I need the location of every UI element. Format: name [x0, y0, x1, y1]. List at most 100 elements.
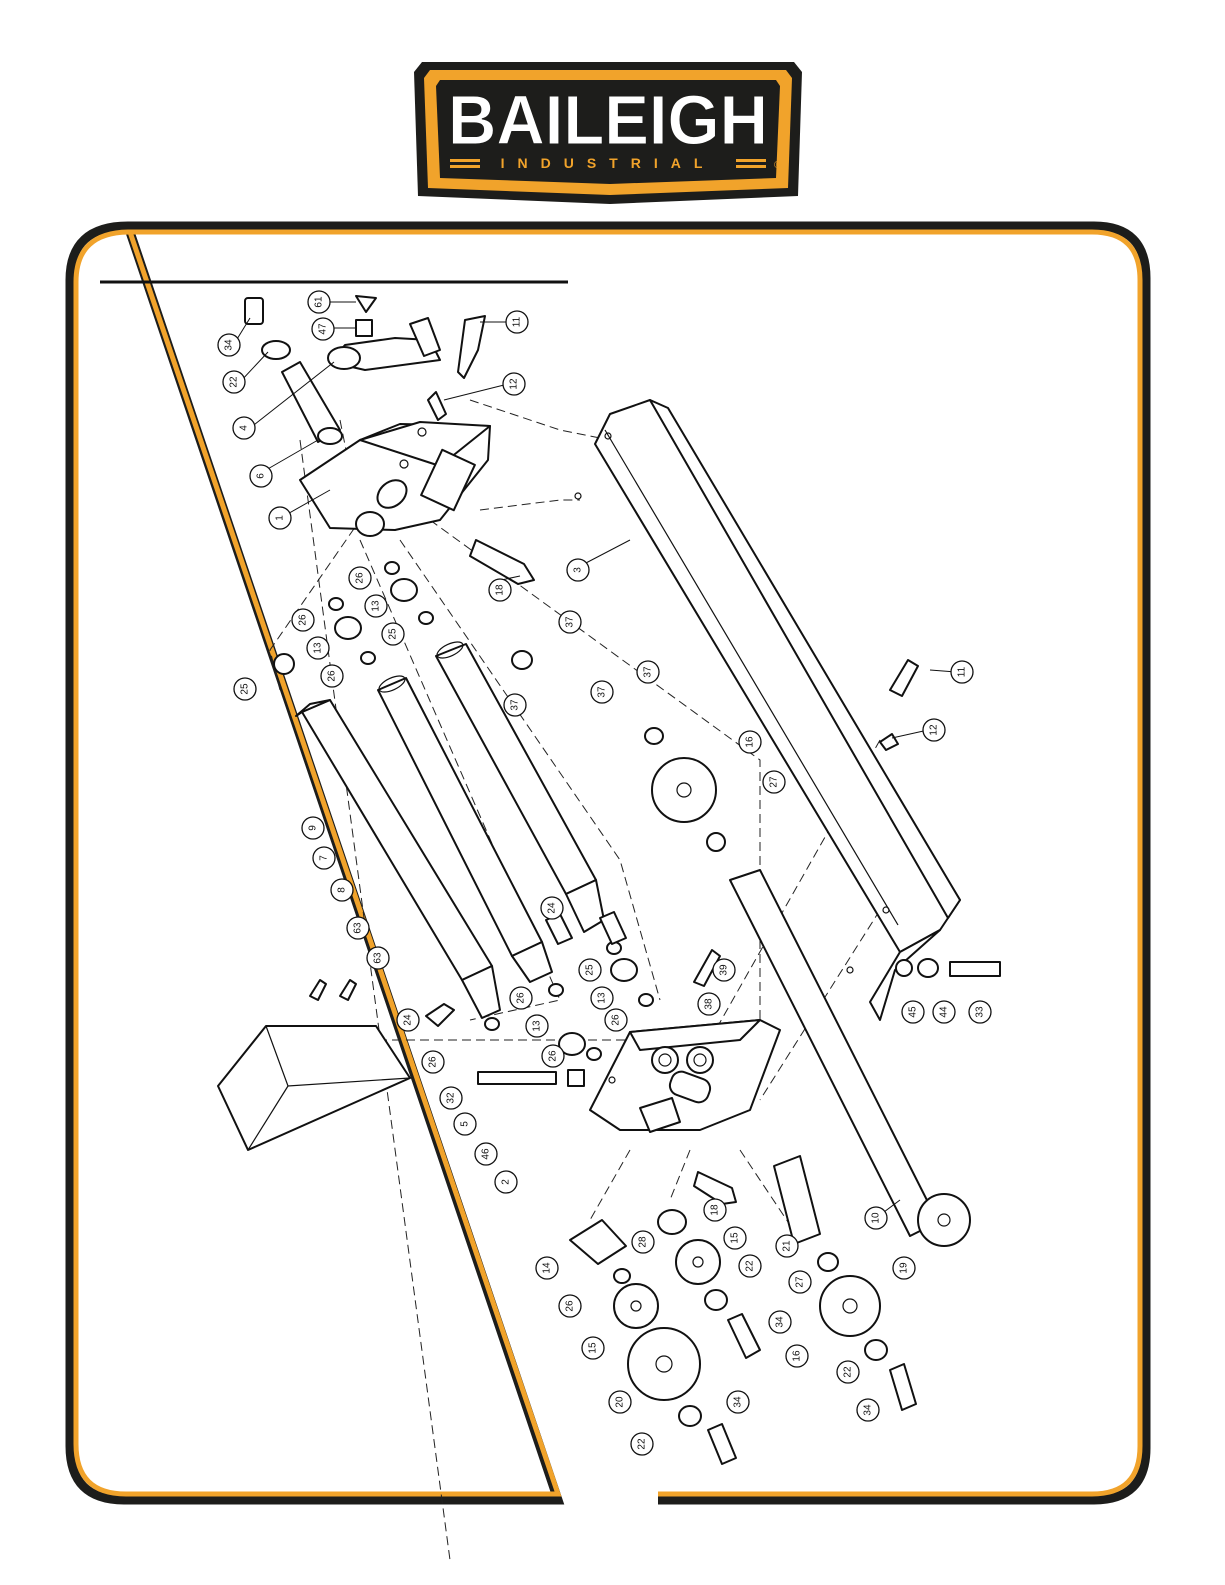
callout-39: 39 [713, 959, 735, 981]
callout-37: 37 [637, 661, 659, 683]
callout-number: 63 [353, 922, 364, 934]
callout-34: 34 [218, 334, 240, 356]
callout-number: 26 [428, 1056, 439, 1068]
callout-number: 12 [929, 724, 940, 736]
callout-44: 44 [933, 1001, 955, 1023]
callout-number: 63 [373, 952, 384, 964]
callout-number: 61 [314, 296, 325, 308]
callout-3: 3 [567, 559, 589, 581]
callout-13: 13 [307, 637, 329, 659]
callout-37: 37 [504, 694, 526, 716]
callout-number: 33 [975, 1006, 986, 1018]
callout-number: 22 [745, 1260, 756, 1272]
callout-number: 11 [957, 666, 968, 677]
callout-number: 3 [573, 567, 584, 573]
callout-number: 27 [795, 1276, 806, 1288]
callout-number: 7 [319, 855, 330, 861]
callout-number: 26 [565, 1300, 576, 1312]
callout-33: 33 [969, 1001, 991, 1023]
callout-number: 47 [318, 323, 329, 335]
callout-63: 63 [367, 947, 389, 969]
callout-number: 16 [745, 736, 756, 748]
callout-number: 25 [388, 628, 399, 640]
callout-number: 4 [239, 425, 250, 431]
callout-number: 32 [446, 1092, 457, 1104]
callout-61: 61 [308, 291, 330, 313]
callout-16: 16 [739, 731, 761, 753]
callout-number: 34 [224, 339, 235, 351]
callout-2: 2 [495, 1171, 517, 1193]
callout-5: 5 [454, 1113, 476, 1135]
callout-number: 34 [863, 1404, 874, 1416]
callout-number: 37 [565, 616, 576, 628]
callout-number: 37 [643, 666, 654, 678]
callout-number: 13 [532, 1020, 543, 1032]
callout-13: 13 [526, 1015, 548, 1037]
callout-28: 28 [632, 1231, 654, 1253]
callout-38: 38 [698, 993, 720, 1015]
callout-12: 12 [923, 719, 945, 741]
callout-number: 16 [792, 1350, 803, 1362]
callout-number: 26 [516, 992, 527, 1004]
callout-number: 6 [256, 473, 267, 479]
callout-1: 1 [269, 507, 291, 529]
callout-number: 45 [908, 1006, 919, 1018]
callout-24: 24 [541, 897, 563, 919]
callout-26: 26 [510, 987, 532, 1009]
callout-number: 24 [403, 1014, 414, 1026]
callout-25: 25 [382, 623, 404, 645]
callout-63: 63 [347, 917, 369, 939]
callout-number: 21 [782, 1240, 793, 1252]
callout-26: 26 [422, 1051, 444, 1073]
callout-number: 46 [481, 1148, 492, 1160]
callout-12: 12 [503, 373, 525, 395]
callout-number: 22 [229, 376, 240, 388]
callout-number: 26 [327, 670, 338, 682]
callout-number: 15 [730, 1232, 741, 1244]
callout-18: 18 [489, 579, 511, 601]
callout-25: 25 [234, 678, 256, 700]
callout-32: 32 [440, 1087, 462, 1109]
callout-26: 26 [559, 1295, 581, 1317]
callout-number: 12 [509, 378, 520, 390]
callout-14: 14 [536, 1257, 558, 1279]
callout-22: 22 [739, 1255, 761, 1277]
callout-number: 15 [588, 1342, 599, 1354]
callout-number: 26 [355, 572, 366, 584]
callout-22: 22 [223, 371, 245, 393]
callout-number: 19 [899, 1262, 910, 1274]
callout-number: 34 [775, 1316, 786, 1328]
callout-number: 34 [733, 1396, 744, 1408]
callout-number: 11 [512, 316, 523, 327]
callout-11: 11 [951, 661, 973, 683]
callout-number: 2 [501, 1179, 512, 1185]
callout-15: 15 [724, 1227, 746, 1249]
callout-22: 22 [837, 1361, 859, 1383]
callout-number: 20 [615, 1396, 626, 1408]
callout-46: 46 [475, 1143, 497, 1165]
callout-34: 34 [727, 1391, 749, 1413]
callout-number: 26 [611, 1014, 622, 1026]
callout-number: 13 [371, 600, 382, 612]
callout-26: 26 [349, 567, 371, 589]
callout-9: 9 [302, 817, 324, 839]
callout-24: 24 [397, 1009, 419, 1031]
callout-number: 37 [510, 699, 521, 711]
callout-19: 19 [893, 1257, 915, 1279]
callout-number: 25 [585, 964, 596, 976]
callout-6: 6 [250, 465, 272, 487]
callout-11: 11 [506, 311, 528, 333]
callout-number: 13 [313, 642, 324, 654]
part-2-end-frame [590, 1020, 780, 1132]
callout-number: 38 [704, 998, 715, 1010]
callout-number: 8 [337, 887, 348, 893]
callout-34: 34 [769, 1311, 791, 1333]
callout-number: 26 [548, 1050, 559, 1062]
callout-8: 8 [331, 879, 353, 901]
callout-number: 18 [710, 1204, 721, 1216]
callout-20: 20 [609, 1391, 631, 1413]
callout-15: 15 [582, 1337, 604, 1359]
callout-16: 16 [786, 1345, 808, 1367]
callout-number: 13 [597, 992, 608, 1004]
